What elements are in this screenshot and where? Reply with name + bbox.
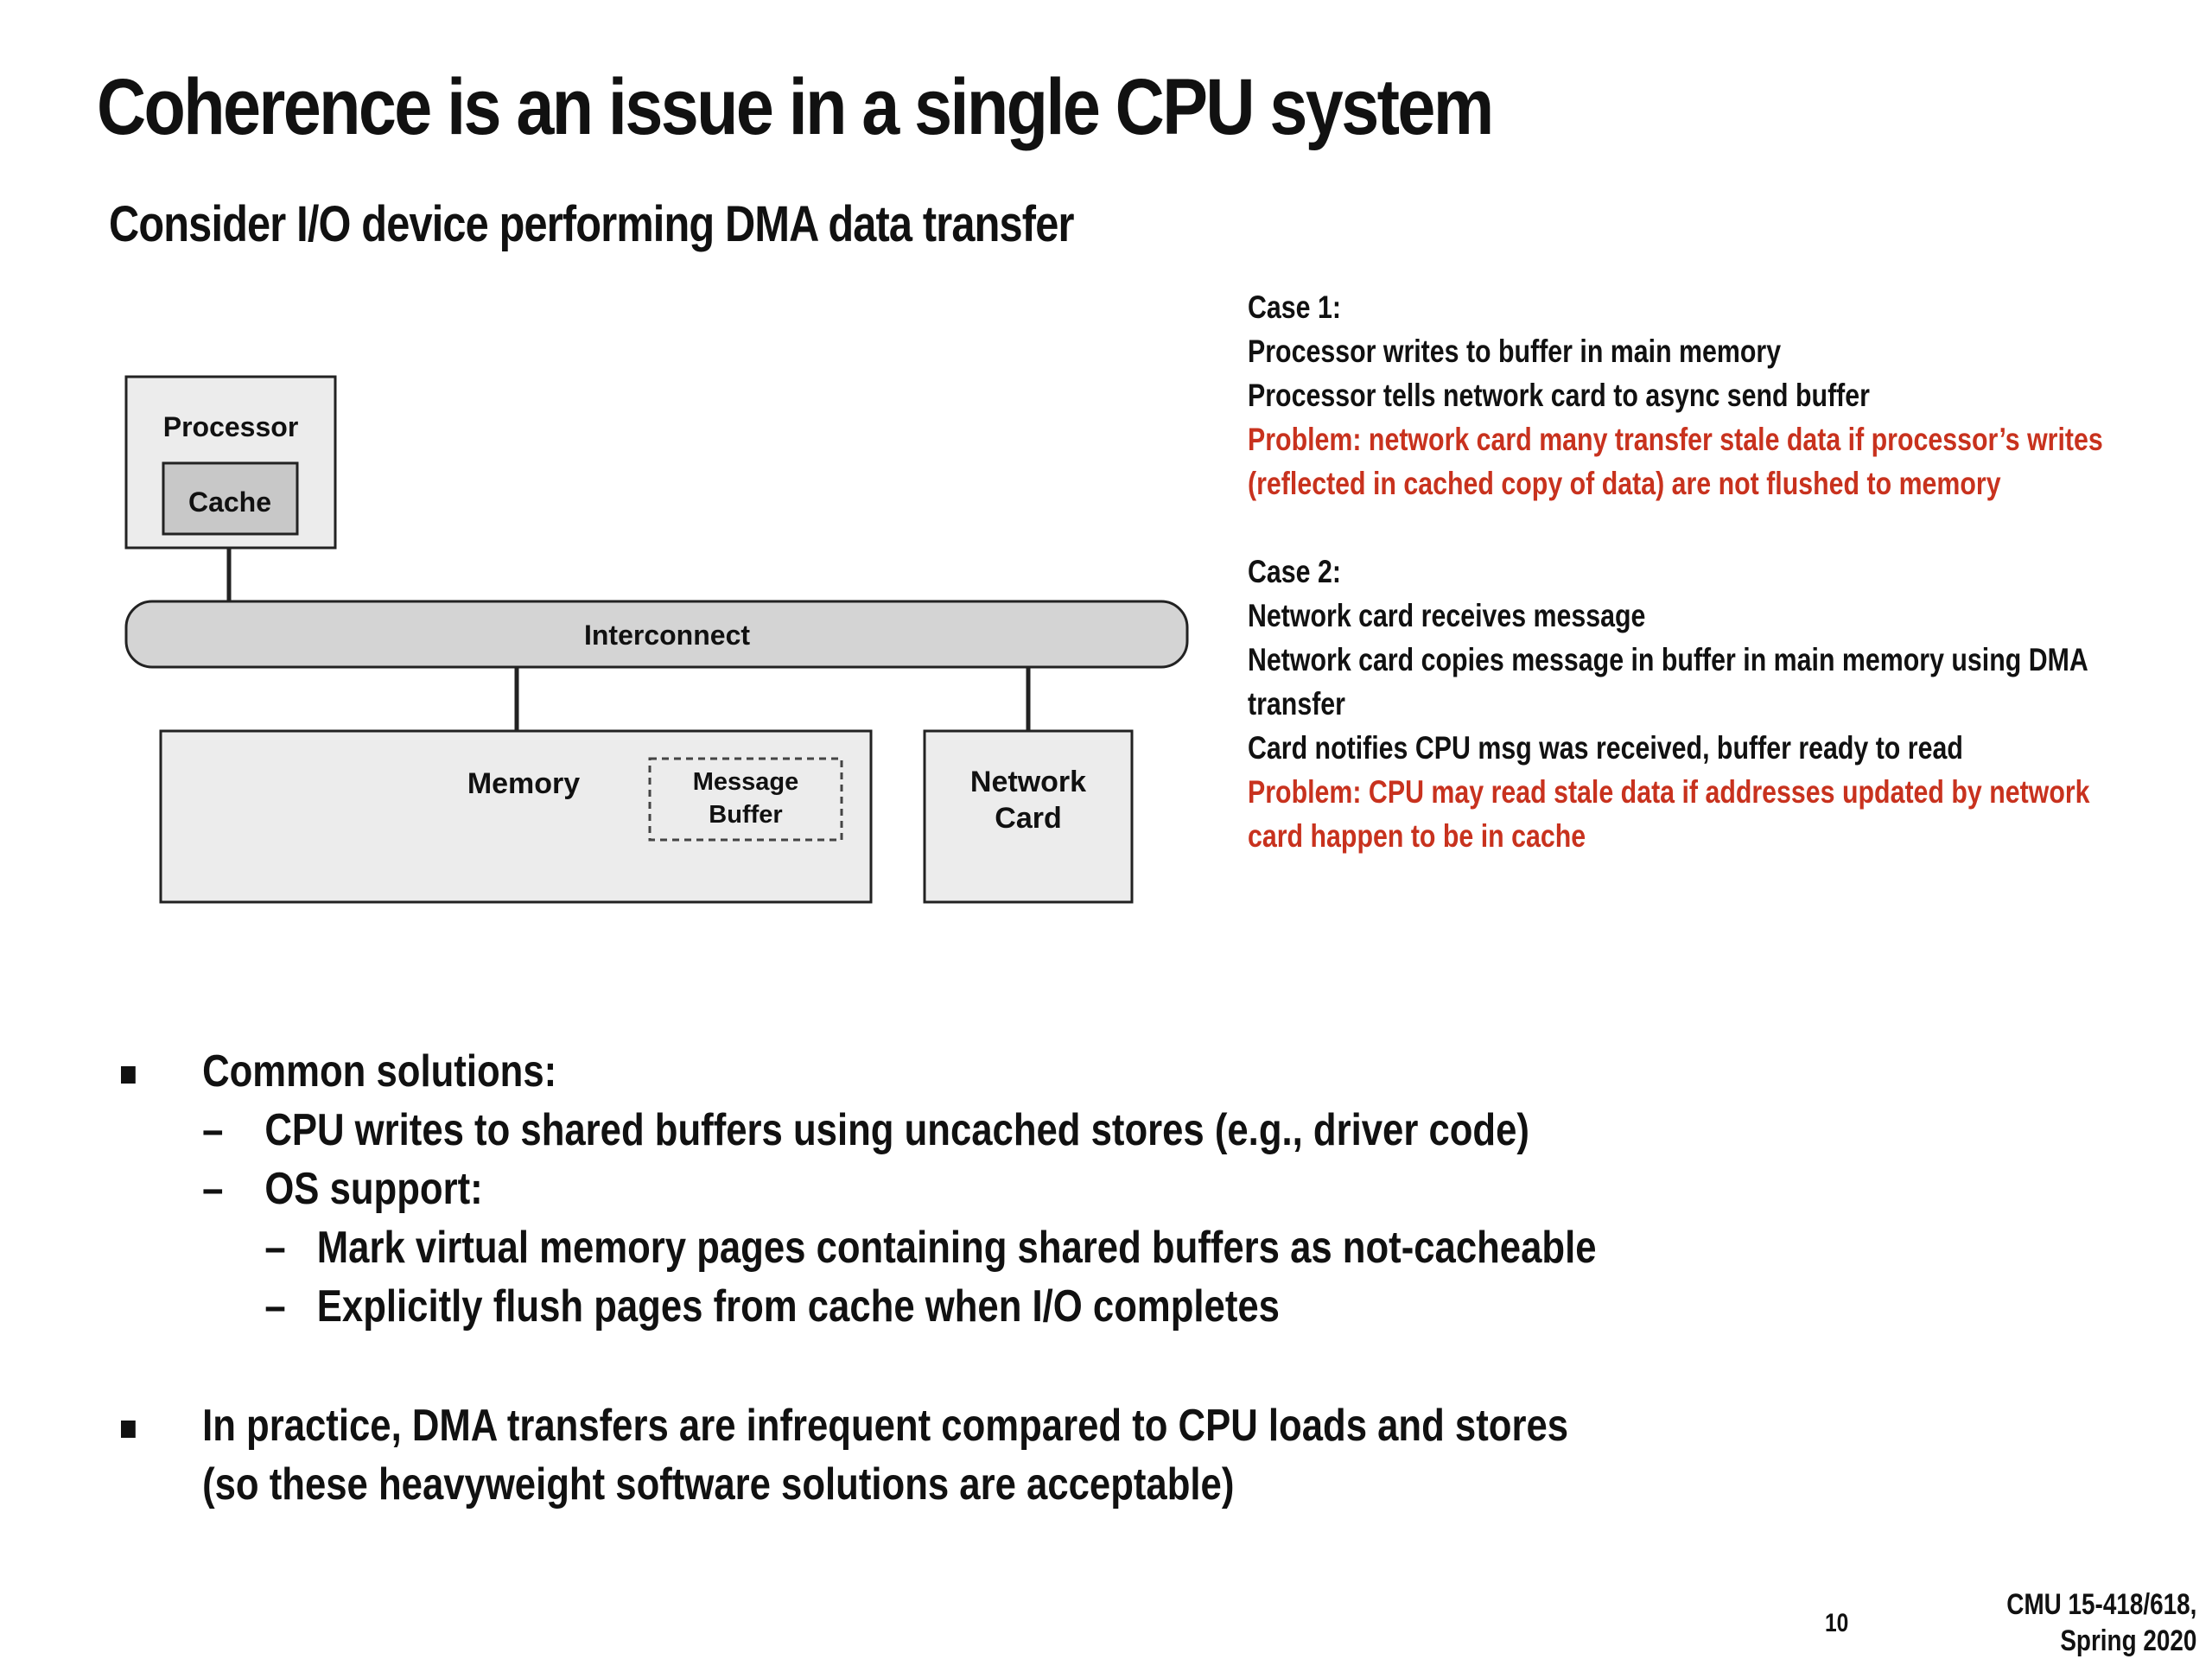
message-buffer-label-line2: Buffer [709,801,782,829]
cache-box [162,461,299,536]
message-buffer-box [648,757,843,842]
sub-sub-bullet-flush-pages: Explicitly flush pages from cache when I… [316,1281,1280,1332]
bullet-in-practice-line1: In practice, DMA transfers are infrequen… [202,1401,1569,1451]
network-card-label-line2: Card [995,802,1061,835]
case1-problem-line1: Problem: network card many transfer stal… [1248,422,2103,457]
slide-title: Coherence is an issue in a single CPU sy… [97,63,1494,151]
network-card-label-line1: Network [970,766,1086,798]
bullet-common-solutions: Common solutions: [202,1046,557,1096]
interconnect-label: Interconnect [584,620,750,651]
page-number: 10 [1825,1609,1849,1637]
case1-problem-line2: (reflected in cached copy of data) are n… [1248,466,2001,501]
network-card-box [923,729,1134,904]
memory-label: Memory [467,767,580,800]
case2-line1: Network card receives message [1248,598,1646,633]
case2-problem-line1: Problem: CPU may read stale data if addr… [1248,774,2090,810]
case1-heading: Case 1: [1248,289,1341,325]
sub-bullet-uncached-stores: CPU writes to shared buffers using uncac… [264,1105,1529,1155]
sub-bullet-os-support: OS support: [264,1164,483,1214]
bullet-square-icon [121,1421,136,1438]
case2-problem-line2: card happen to be in cache [1248,818,1586,854]
course-label-line2: Spring 2020 [2059,1624,2196,1657]
case2-heading: Case 2: [1248,554,1341,589]
system-diagram: Processor Cache Interconnect Memory Mess… [124,375,1189,904]
case2-line3: Card notifies CPU msg was received, buff… [1248,730,1963,766]
case1-line2: Processor tells network card to async se… [1248,378,1870,413]
case-gap [1248,505,2103,550]
course-label: CMU 15-418/618, Spring 2020 [2006,1586,2196,1659]
cache-label: Cache [188,486,271,518]
dash-icon: – [202,1105,224,1155]
course-label-line1: CMU 15-418/618, [2005,1588,2196,1621]
processor-label: Processor [163,411,299,442]
case2-line2a: Network card copies message in buffer in… [1248,642,2088,677]
dash-icon: – [264,1281,286,1332]
interconnect-bus [124,600,1189,669]
cases-panel: Case 1: Processor writes to buffer in ma… [1248,285,2103,858]
dash-icon: – [202,1164,224,1214]
message-buffer-label-line1: Message [693,768,799,796]
case2-line2b: transfer [1248,686,1345,721]
slide-subtitle: Consider I/O device performing DMA data … [109,196,1074,252]
case1-line1: Processor writes to buffer in main memor… [1248,334,1782,369]
bullet-square-icon [121,1066,136,1084]
dash-icon: – [264,1223,286,1273]
sub-sub-bullet-not-cacheable: Mark virtual memory pages containing sha… [316,1223,1597,1273]
bullet-in-practice-line2: (so these heavyweight software solutions… [202,1459,1235,1510]
